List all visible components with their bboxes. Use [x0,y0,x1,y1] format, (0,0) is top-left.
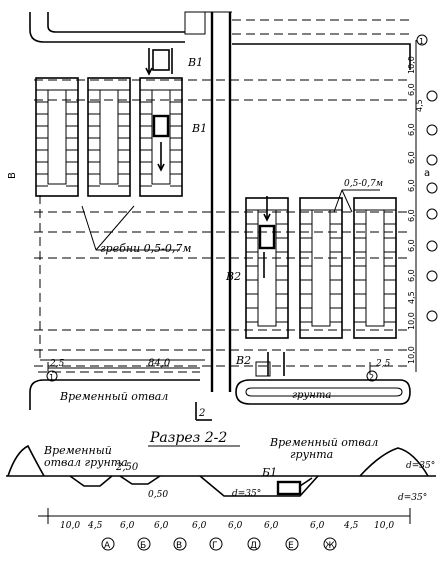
right-dim-8: 6,0 [407,239,416,252]
section-mark: 2 [198,408,205,419]
section-dim-8: 6,0 [310,521,325,531]
bottom-dimension [46,34,428,382]
axis-bubble-top [416,34,428,46]
right-dim-1: 10,0 [407,56,416,74]
machine-icon-top [152,49,170,71]
right-dim-12: 10,0 [407,346,416,364]
axis-right-bottom: 2 [369,373,374,382]
section-dim-10: 10,0 [374,521,394,531]
label-b2-bottom: B2 [235,354,251,367]
grid-lines [34,79,412,367]
section-axis-a: А [104,541,111,551]
left-side-mark: В [7,172,18,179]
axis-top-right: 1 [419,37,424,46]
level-top: 2,50 [115,462,139,473]
section-axis-zh: Ж [325,541,335,551]
right-dimension-chain [415,40,438,372]
section-dim-1: 10,0 [60,521,80,531]
section-dims: 10,0 4,5 6,0 6,0 6,0 6,0 6,0 6,0 4,5 10,… [60,521,394,531]
angle-right-bottom: d=35° [398,493,427,503]
pits-left-group [35,48,183,197]
right-dim-3: 4,5 [415,99,424,112]
crest-leaders [81,189,380,251]
level-mid: 0,50 [148,490,168,500]
pits-right-group [245,196,397,377]
excavator-icon-top [152,114,170,138]
dump-right [235,379,411,405]
excavator-icon-right [258,224,276,250]
right-dim-11: 10,0 [407,312,416,330]
dim-right-bottom: 2,5 [375,359,391,369]
central-road [210,12,232,392]
axis-bubble-right [366,370,378,382]
label-b1-top: B1 [187,56,203,69]
left-dump-label-line1: Временный [43,444,112,457]
crest-note: гребни 0,5-0,7м [100,242,191,255]
axis-left-bottom: 1 [49,373,54,382]
right-dump-label-line1: Временный отвал [269,436,378,449]
section-dim-3: 6,0 [120,521,135,531]
right-side-mark: а [424,168,430,179]
label-b2-mid: B2 [225,270,241,283]
dim-left-bottom: 2,5 [49,359,65,369]
crest-note-right: 0,5-0,7м [344,179,383,189]
right-dim-9: 6,0 [407,269,416,282]
section-dim-6: 6,0 [228,521,243,531]
right-dim-10: 4,5 [407,291,416,304]
angle-left: d=35° [232,489,261,499]
section-dim-7: 6,0 [264,521,279,531]
dump-right-label: грунта [292,390,331,401]
section-axis-g: Г [212,541,218,551]
section-axis-e: Е [288,541,294,551]
right-dim-4: 6,0 [407,123,416,136]
section-axis-b: Б [140,541,146,551]
section-dim-5: 6,0 [192,521,207,531]
section-marker [195,402,212,421]
section-dim-9: 4,5 [343,521,359,531]
section-title: Разрез 2-2 [149,430,227,446]
right-dims: 10,0 6,0 4,5 6,0 6,0 6,0 6,0 6,0 6,0 4,5… [407,56,424,364]
right-dim-2: 6,0 [407,83,416,96]
section-label-b1: Б1 [261,466,277,479]
left-dump-label-line2: отвал грунта [44,456,128,469]
dump-left [29,371,200,410]
section-profile [6,444,436,551]
angle-right-top: d=35° [406,461,435,471]
axis-bubble-left [46,370,58,382]
label-b1-mid: B1 [191,122,207,135]
section-dim-4: 6,0 [154,521,169,531]
excavator-icon-section [276,480,302,496]
section-axis-v: В [176,541,182,551]
right-dump-label-line2: грунта [290,448,333,461]
section-axes: А Б В Г Д Е Ж [104,541,335,551]
right-dim-7: 6,0 [407,209,416,222]
right-dim-5: 6,0 [407,151,416,164]
section-axis-d: Д [250,541,257,551]
section-dim-2: 4,5 [87,521,103,531]
right-dim-6: 6,0 [407,179,416,192]
top-road [29,11,411,70]
dim-bottom-total: 84,0 [148,358,171,369]
dump-left-label: Временный отвал [59,390,168,403]
